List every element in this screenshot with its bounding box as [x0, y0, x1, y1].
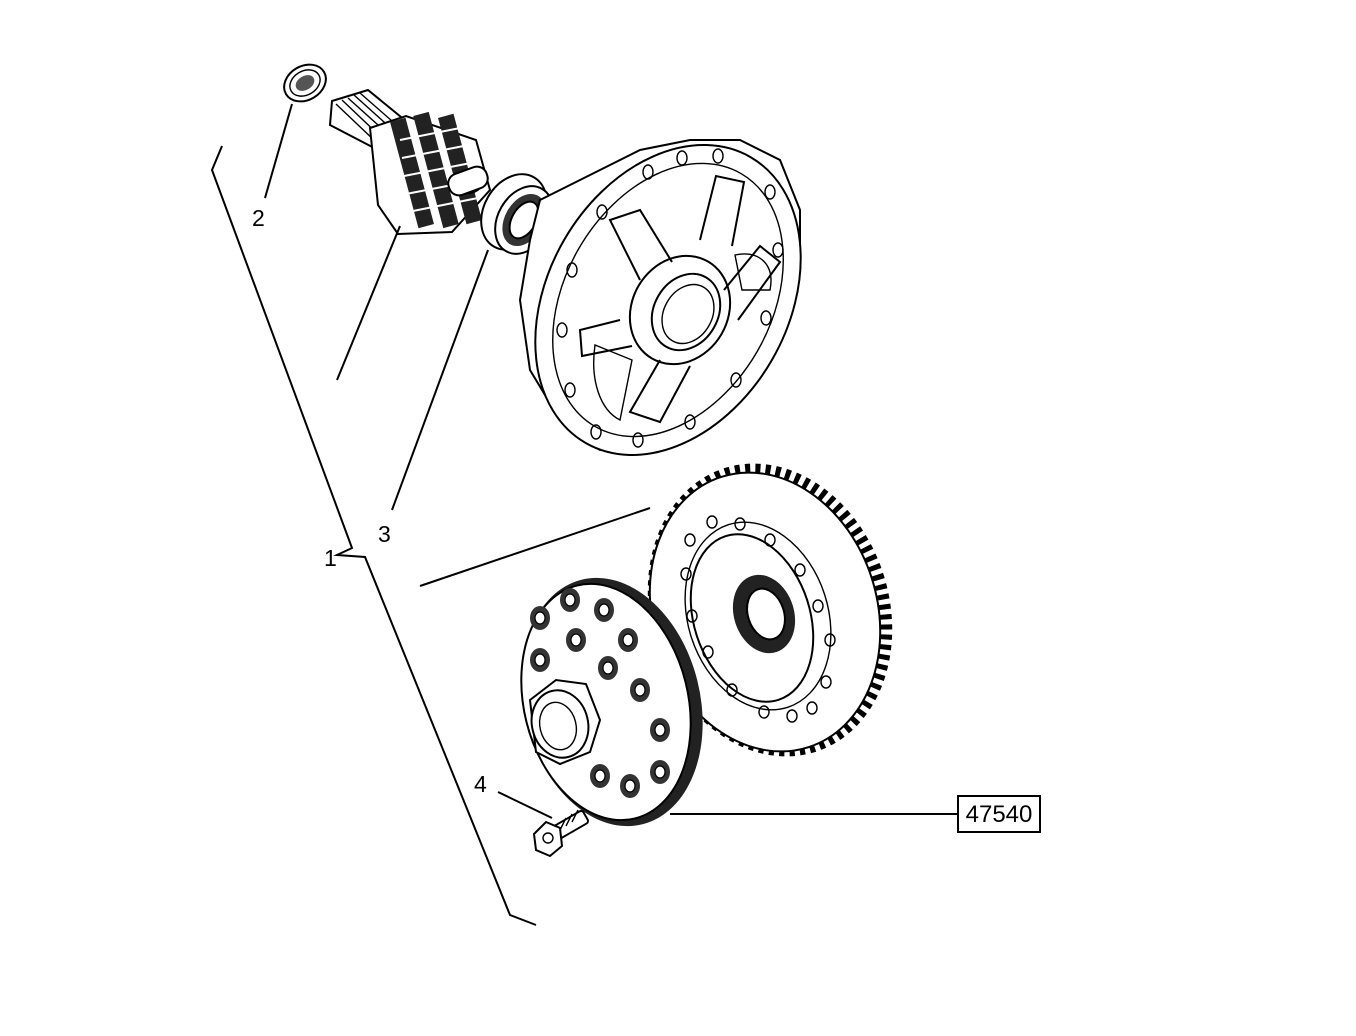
bolt-icon[interactable]: [532, 809, 589, 858]
callout-4: 4: [474, 771, 487, 797]
callout-3: 3: [378, 521, 391, 547]
crown-ring-gear-icon[interactable]: [615, 440, 921, 781]
callout-1: 1: [324, 545, 337, 571]
reference-box[interactable]: 47540: [957, 795, 1041, 833]
leader-lines: [264, 103, 958, 819]
seal-ring-icon[interactable]: [277, 57, 332, 108]
group-bracket: [210, 145, 537, 926]
ring-gear-bolt-holes: [680, 515, 836, 723]
reference-number: 47540: [966, 801, 1033, 828]
housing-bolt-holes: [556, 148, 784, 448]
pinion-gear-shaft-icon[interactable]: [328, 88, 492, 236]
differential-housing-icon[interactable]: [482, 97, 855, 503]
differential-carrier-icon[interactable]: [496, 558, 728, 845]
callout-2: 2: [252, 205, 265, 231]
